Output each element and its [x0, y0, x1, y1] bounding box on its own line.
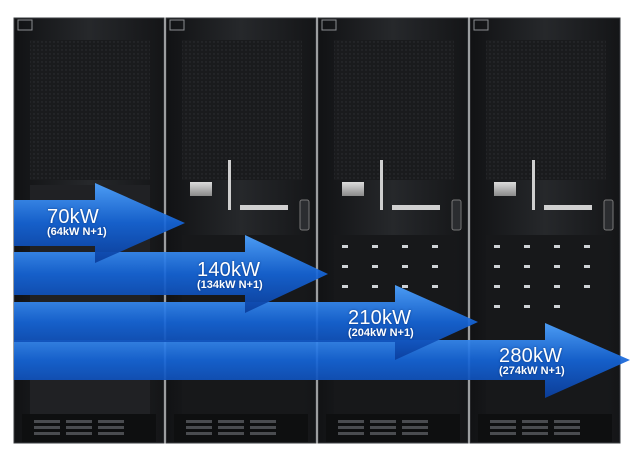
capacity-redundant-value: (204kW N+1)	[348, 327, 414, 339]
capacity-value: 70kW	[47, 206, 99, 228]
capacity-redundant-value: (64kW N+1)	[47, 226, 107, 238]
capacity-value: 210kW	[348, 307, 412, 329]
capacity-label-2: 140kW (134kW N+1)	[197, 260, 263, 291]
capacity-arrow-1	[14, 183, 185, 263]
capacity-arrow-3	[14, 285, 478, 360]
capacity-redundant-value: (274kW N+1)	[499, 365, 565, 377]
capacity-value: 140kW	[197, 259, 261, 281]
capacity-label-3: 210kW (204kW N+1)	[348, 308, 414, 339]
capacity-arrow-2	[14, 235, 328, 313]
capacity-redundant-value: (134kW N+1)	[197, 279, 263, 291]
capacity-value: 280kW	[499, 345, 563, 367]
capacity-label-1: 70kW (64kW N+1)	[47, 207, 107, 238]
capacity-label-4: 280kW (274kW N+1)	[499, 346, 565, 377]
